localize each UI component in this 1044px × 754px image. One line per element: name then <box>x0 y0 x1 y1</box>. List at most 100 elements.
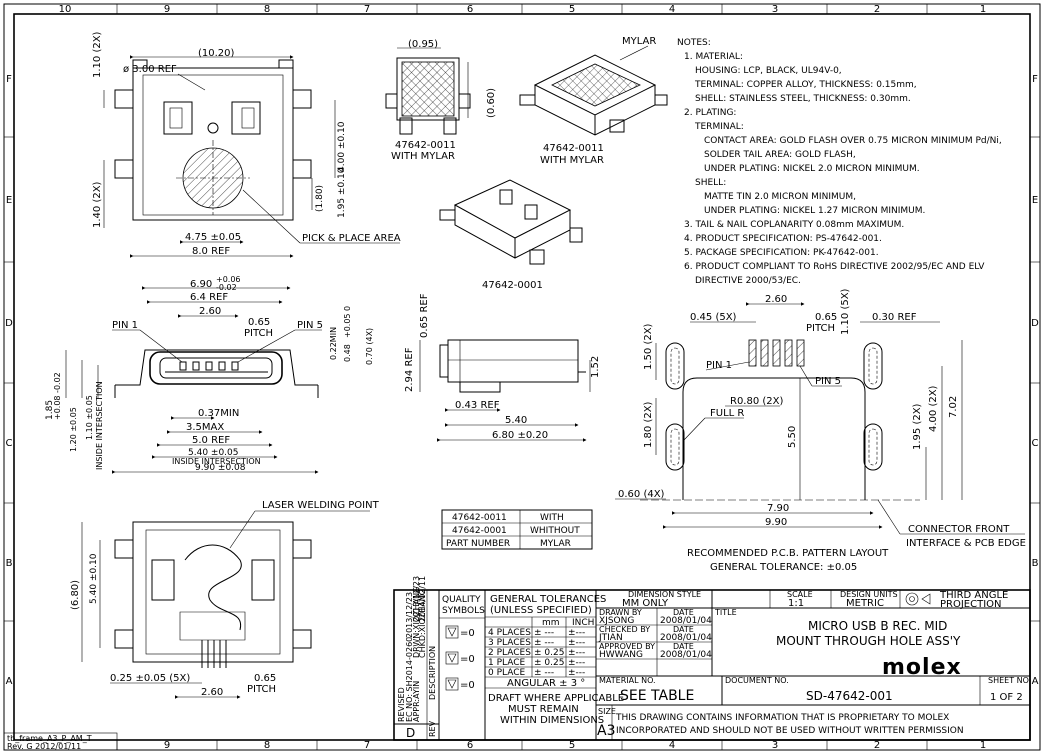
units-label: DESIGN UNITS <box>840 590 898 599</box>
note-line: MATTE TIN 2.0 MICRON MINIMUM, <box>704 192 856 202</box>
col-label: 1 <box>980 4 986 15</box>
iso-view-plain: 47642-0001 <box>439 179 583 291</box>
dim-80: 8.0 REF <box>192 246 230 257</box>
dim-043-ref: 0.43 REF <box>455 400 500 411</box>
inside-intersection-1: INSIDE INTERSECTION <box>172 457 261 466</box>
checked-date: 2008/01/04 <box>660 633 712 643</box>
col-label: 6 <box>467 740 473 751</box>
dim-width: (10.20) <box>198 48 235 59</box>
tol-row: ±--- <box>568 648 585 658</box>
iso-caption-2: WITH MYLAR <box>540 155 604 166</box>
pcb-dim-702: 7.02 <box>948 396 959 418</box>
material-label: MATERIAL NO. <box>599 676 656 685</box>
proprietary-2: INCORPORATED AND SHOULD NOT BE USED WITH… <box>616 726 964 736</box>
col-label: 3 <box>772 4 778 15</box>
description-label: DESCRIPTION <box>428 646 437 700</box>
title-1: MICRO USB B REC. MID <box>808 619 947 633</box>
iso-view-mylar: MYLAR 47642-0011 WITH MYLAR <box>519 36 668 166</box>
col-label: 5 <box>569 740 575 751</box>
pcb-dim-060: 0.60 (4X) <box>618 489 665 500</box>
tol-row: ± 0.25 <box>534 648 564 658</box>
row-label: A <box>1032 676 1039 687</box>
dim-185: 1.85 <box>45 400 55 420</box>
drawn-date: 2008/01/04 <box>660 616 712 626</box>
iso-caption-1: 47642-0011 <box>543 143 604 154</box>
dim-152: 1.52 <box>590 356 601 378</box>
row-label: F <box>1032 74 1038 85</box>
notes: NOTES: 1. MATERIAL: HOUSING: LCP, BLACK,… <box>677 38 1002 286</box>
interface-edge: INTERFACE & PCB EDGE <box>906 538 1026 549</box>
doc-label: DOCUMENT NO. <box>725 676 789 685</box>
dim-060: (0.60) <box>486 88 497 118</box>
pcb-dim-790: 7.90 <box>767 503 789 514</box>
drawn-by: XJSONG <box>599 616 634 626</box>
tol-row: 0 PLACE <box>488 668 526 678</box>
ec-no: EC NO: SH2014-0260 <box>405 637 414 722</box>
pcb-dim-045: 0.45 (5X) <box>690 312 737 323</box>
note-line: TERMINAL: <box>694 122 744 132</box>
note-line: UNDER PLATING: NICKEL 2.0 MICRON MINIMUM… <box>704 164 920 174</box>
dim-475: 4.75 ±0.05 <box>185 232 241 243</box>
bottom-pitch: PITCH <box>247 684 276 695</box>
tol-row: ±--- <box>568 638 585 648</box>
sheet: 1 OF 2 <box>990 692 1023 703</box>
pcb-pitch: PITCH <box>806 323 835 334</box>
note-line: TERMINAL: COPPER ALLOY, THICKNESS: 0.15m… <box>694 80 917 90</box>
pcb-dim-180: 1.80 (2X) <box>643 401 654 448</box>
date-label: DATE <box>673 608 694 617</box>
dim-260: 2.60 <box>199 306 221 317</box>
col-label: 1 <box>980 740 986 751</box>
col-label: 6 <box>467 4 473 15</box>
draft-3: WITHIN DIMENSIONS <box>500 715 604 726</box>
dim-180: (1.80) <box>315 185 325 212</box>
row-label: E <box>6 195 12 206</box>
dim-048-tol: +0.05 0 <box>343 306 352 338</box>
bottom-dim-025: 0.25 ±0.05 (5X) <box>110 673 190 684</box>
pcb-tolerance: GENERAL TOLERANCE: ±0.05 <box>710 562 857 573</box>
col-label: 9 <box>164 740 170 751</box>
col-label: 7 <box>364 740 370 751</box>
dim-style-label: DIMENSION STYLE <box>628 590 701 599</box>
quality-symbol: =0 =0 =0 <box>445 625 475 691</box>
col-label: 2 <box>874 4 880 15</box>
col-label: 10 <box>59 4 72 15</box>
tol-row: ±--- <box>568 668 585 678</box>
pcb-dim-550: 5.50 <box>787 426 798 448</box>
bottom-dim-540: 5.40 ±0.10 <box>89 553 99 604</box>
col-label: 8 <box>264 740 270 751</box>
svg-text:=0: =0 <box>460 628 475 639</box>
notes-title: NOTES: <box>677 38 711 48</box>
pcb-dim-150: 1.50 (2X) <box>643 323 654 370</box>
dim-095: (0.95) <box>408 39 438 50</box>
pcb-title: RECOMMENDED P.C.B. PATTERN LAYOUT <box>687 548 889 559</box>
col-label: 9 <box>164 4 170 15</box>
dim-120: 1.20 ±0.05 <box>69 407 78 452</box>
note-line: 3. TAIL & NAIL COPLANARITY 0.08mm MAXIMU… <box>684 220 904 230</box>
part-table: 47642-0011 WITH 47642-0001 WHITHOUT PART… <box>441 509 593 550</box>
row-label: F <box>6 74 12 85</box>
title-block: REVISED EC NO: SH2014-0260 DRWN:XIOZHANG… <box>393 576 1031 741</box>
part-cell: 47642-0001 <box>452 526 507 536</box>
col-label: 8 <box>264 4 270 15</box>
dim-680-side: 6.80 ±0.20 <box>492 430 548 441</box>
pcb-dim-990: 9.90 <box>765 517 787 528</box>
col-label: 2 <box>874 740 880 751</box>
col-label: 3 <box>772 740 778 751</box>
dim-140: 1.40 (2X) <box>92 181 103 228</box>
bottom-dim-680: (6.80) <box>70 580 81 610</box>
iso-caption-3: 47642-0001 <box>482 280 543 291</box>
frame-rev: Rev. G 2012/01/11 <box>7 742 81 751</box>
date-2: 2013/12/23 <box>412 576 421 622</box>
row-label: A <box>6 676 13 687</box>
row-label: D <box>1031 318 1039 329</box>
note-line: CONTACT AREA: GOLD FLASH OVER 0.75 MICRO… <box>704 136 1002 146</box>
dim-hole: ø 3.00 REF <box>123 64 177 75</box>
pin5-label: PIN 5 <box>297 320 323 331</box>
part-cell: PART NUMBER <box>446 539 510 549</box>
note-line: SOLDER TAIL AREA: GOLD FLASH, <box>704 150 856 160</box>
bottom-dim-065: 0.65 <box>254 673 276 684</box>
part-cell: 47642-0011 <box>452 513 507 523</box>
dim-185-tol: +0.08 -0.02 <box>53 372 62 420</box>
tol-row: ±--- <box>568 658 585 668</box>
